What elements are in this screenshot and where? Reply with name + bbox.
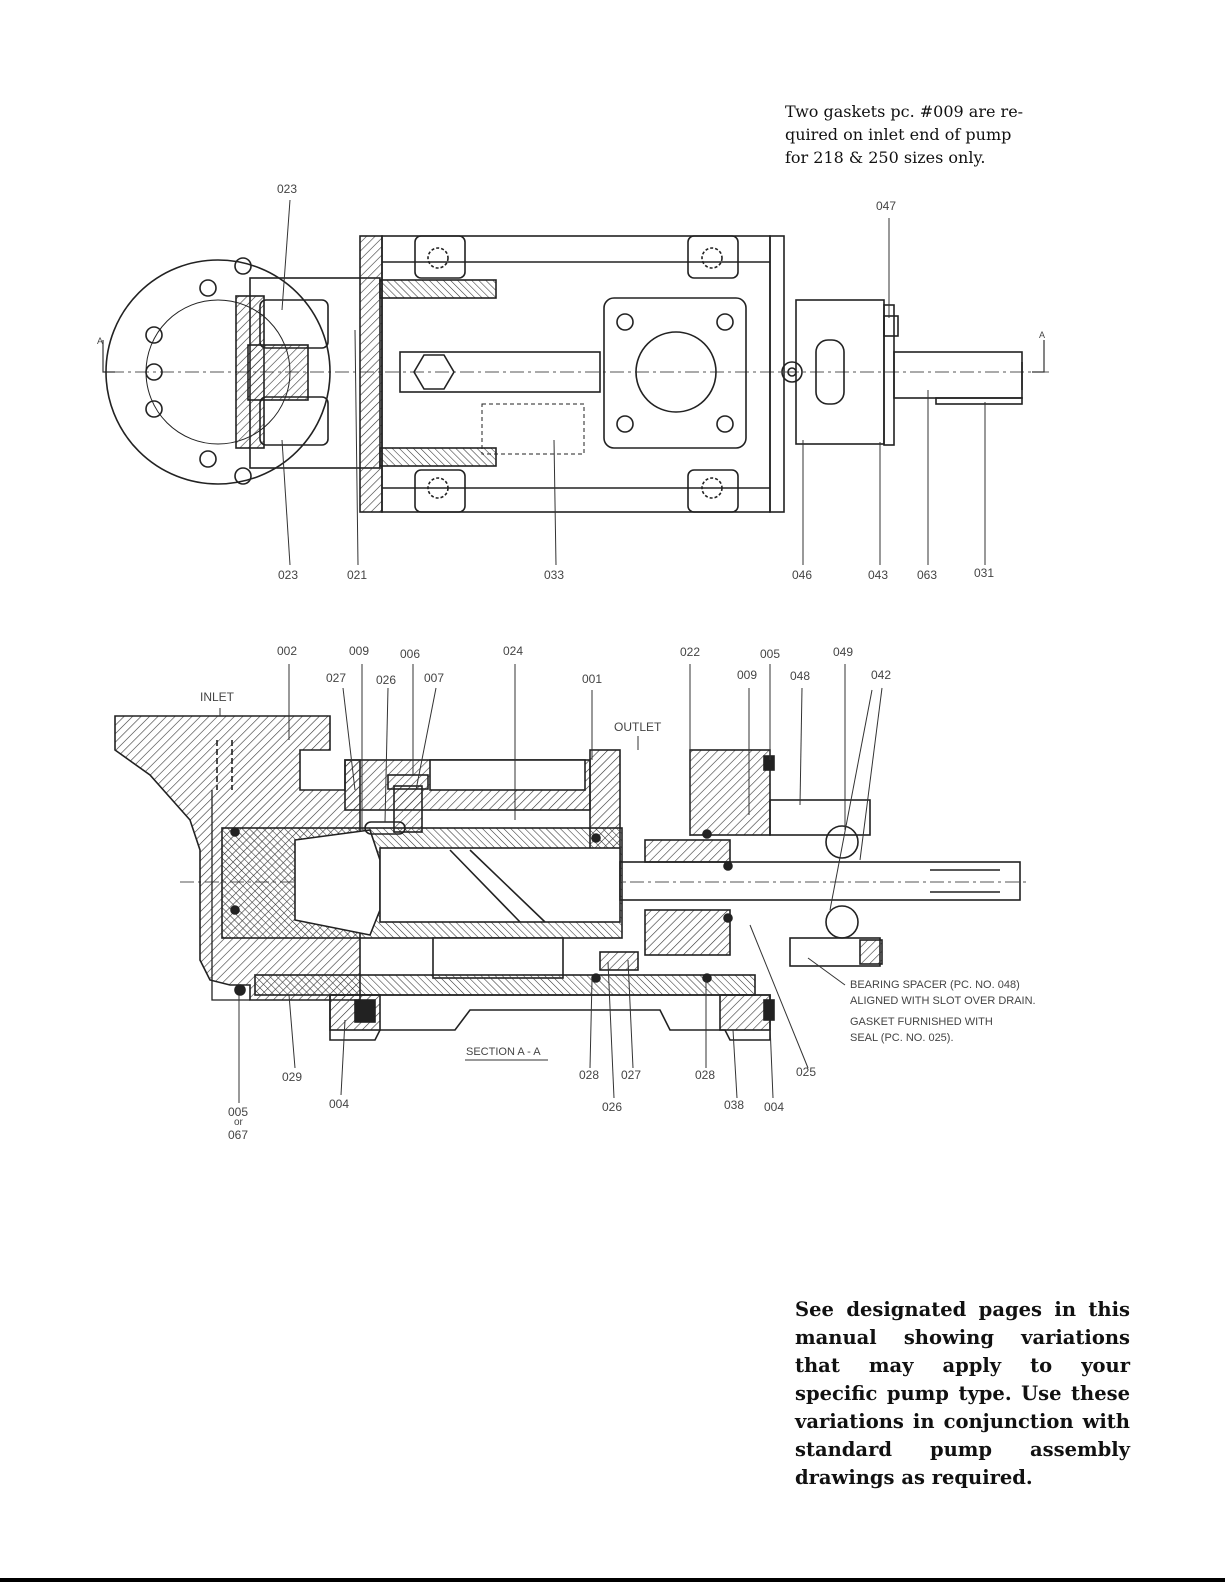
section-view-leaders [219,664,883,1103]
section-marker-left [102,340,115,373]
page-bottom-rule [0,1578,1225,1582]
top-view-leaders [281,199,986,566]
callout-029: 029 [282,1070,303,1084]
callout-009-right: 009 [737,668,758,682]
callout-027-bottom: 027 [621,1068,642,1082]
callout-023-bottom: 023 [278,568,299,582]
top-view [102,235,1050,513]
callout-031: 031 [974,566,995,580]
callout-038: 038 [724,1098,745,1112]
callout-043: 043 [868,568,889,582]
callout-067: 067 [228,1128,249,1142]
callout-005-bottom: 005 [228,1105,249,1119]
top-note: Two gaskets pc. #009 are re- quired on i… [785,100,1035,169]
section-a-right: A [1039,330,1046,340]
callout-033: 033 [544,568,565,582]
top-note-line-2: quired on inlet end of pump [785,125,1012,144]
gasket-note-1: GASKET FURNISHED WITH [850,1016,993,1028]
callout-024: 024 [503,644,524,658]
callout-042: 042 [871,668,892,682]
callout-002: 002 [277,644,298,658]
callout-006: 006 [400,647,421,661]
callout-063: 063 [917,568,938,582]
callout-004-left: 004 [329,1097,350,1111]
callout-028-right: 028 [695,1068,716,1082]
bottom-note: See designated pages in this manual show… [795,1298,1130,1489]
callout-046: 046 [792,568,813,582]
callout-022: 022 [680,645,701,659]
callout-025: 025 [796,1065,817,1079]
bearing-spacer-note-2: ALIGNED WITH SLOT OVER DRAIN. [850,995,1036,1007]
callout-005-top: 005 [760,647,781,661]
callout-047: 047 [876,199,897,213]
top-note-line-3: for 218 & 250 sizes only. [785,148,986,167]
callout-049: 049 [833,645,854,659]
inlet-label: INLET [200,690,235,704]
top-note-line-1: Two gaskets pc. #009 are re- [785,102,1024,121]
section-a-a-title: SECTION A - A [466,1046,541,1058]
section-a-left: A [97,336,104,346]
outlet-label: OUTLET [614,720,662,734]
callout-026-top: 026 [376,673,397,687]
section-marker-right [1032,340,1045,373]
callout-001: 001 [582,672,603,686]
callout-023-top: 023 [277,182,298,196]
callout-009-left: 009 [349,644,370,658]
bearing-spacer-note-1: BEARING SPACER (PC. NO. 048) [850,979,1020,991]
gasket-note-2: SEAL (PC. NO. 025). [850,1032,954,1044]
inlet-flange [105,259,331,485]
callout-004-right: 004 [764,1100,785,1114]
callout-021: 021 [347,568,368,582]
callout-027-top: 027 [326,671,347,685]
callout-026-bottom: 026 [602,1100,623,1114]
callout-048: 048 [790,669,811,683]
callout-028-left: 028 [579,1068,600,1082]
section-view [114,715,1030,1041]
callout-or: or [234,1117,243,1128]
callout-007: 007 [424,671,445,685]
